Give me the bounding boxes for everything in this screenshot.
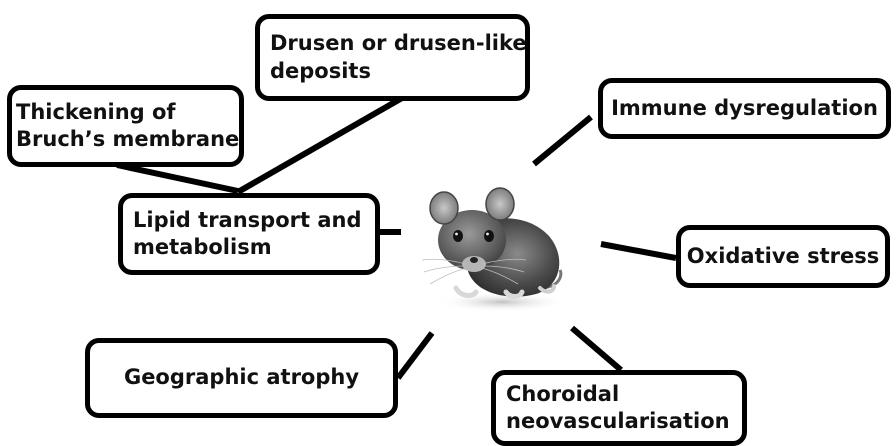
node-bruch-membrane: Thickening of Bruch’s membrane xyxy=(7,85,244,167)
connector-immune xyxy=(534,117,591,164)
node-lipid-transport: Lipid transport and metabolism xyxy=(118,193,380,275)
node-bruch-line-2: Bruch’s membrane xyxy=(16,126,229,153)
node-immune-line-1: Immune dysregulation xyxy=(611,95,878,122)
connector-geographic xyxy=(398,333,432,378)
node-bruch-line-1: Thickening of xyxy=(16,99,229,126)
connector-drusen xyxy=(238,98,402,192)
node-choroidal-line-2: neovascularisation xyxy=(506,408,732,435)
node-oxidative-stress: Oxidative stress xyxy=(676,225,890,288)
connector-bruch xyxy=(117,165,238,191)
node-choroidal-line-1: Choroidal xyxy=(506,381,732,408)
node-drusen-line-2: deposits xyxy=(270,58,515,85)
node-geographic-line-1: Geographic atrophy xyxy=(124,364,359,391)
connector-oxidative xyxy=(601,244,676,258)
node-drusen: Drusen or drusen-like deposits xyxy=(255,14,530,101)
node-immune-dysregulation: Immune dysregulation xyxy=(598,78,891,139)
mouse-image xyxy=(414,174,574,314)
node-geographic-atrophy: Geographic atrophy xyxy=(85,338,398,418)
node-oxidative-line-1: Oxidative stress xyxy=(687,243,879,270)
node-choroidal-neovascularisation: Choroidal neovascularisation xyxy=(491,370,747,446)
connector-choroidal xyxy=(572,328,621,370)
node-lipid-line-1: Lipid transport and xyxy=(133,207,365,234)
node-drusen-line-1: Drusen or drusen-like xyxy=(270,30,515,57)
node-lipid-line-2: metabolism xyxy=(133,234,365,261)
